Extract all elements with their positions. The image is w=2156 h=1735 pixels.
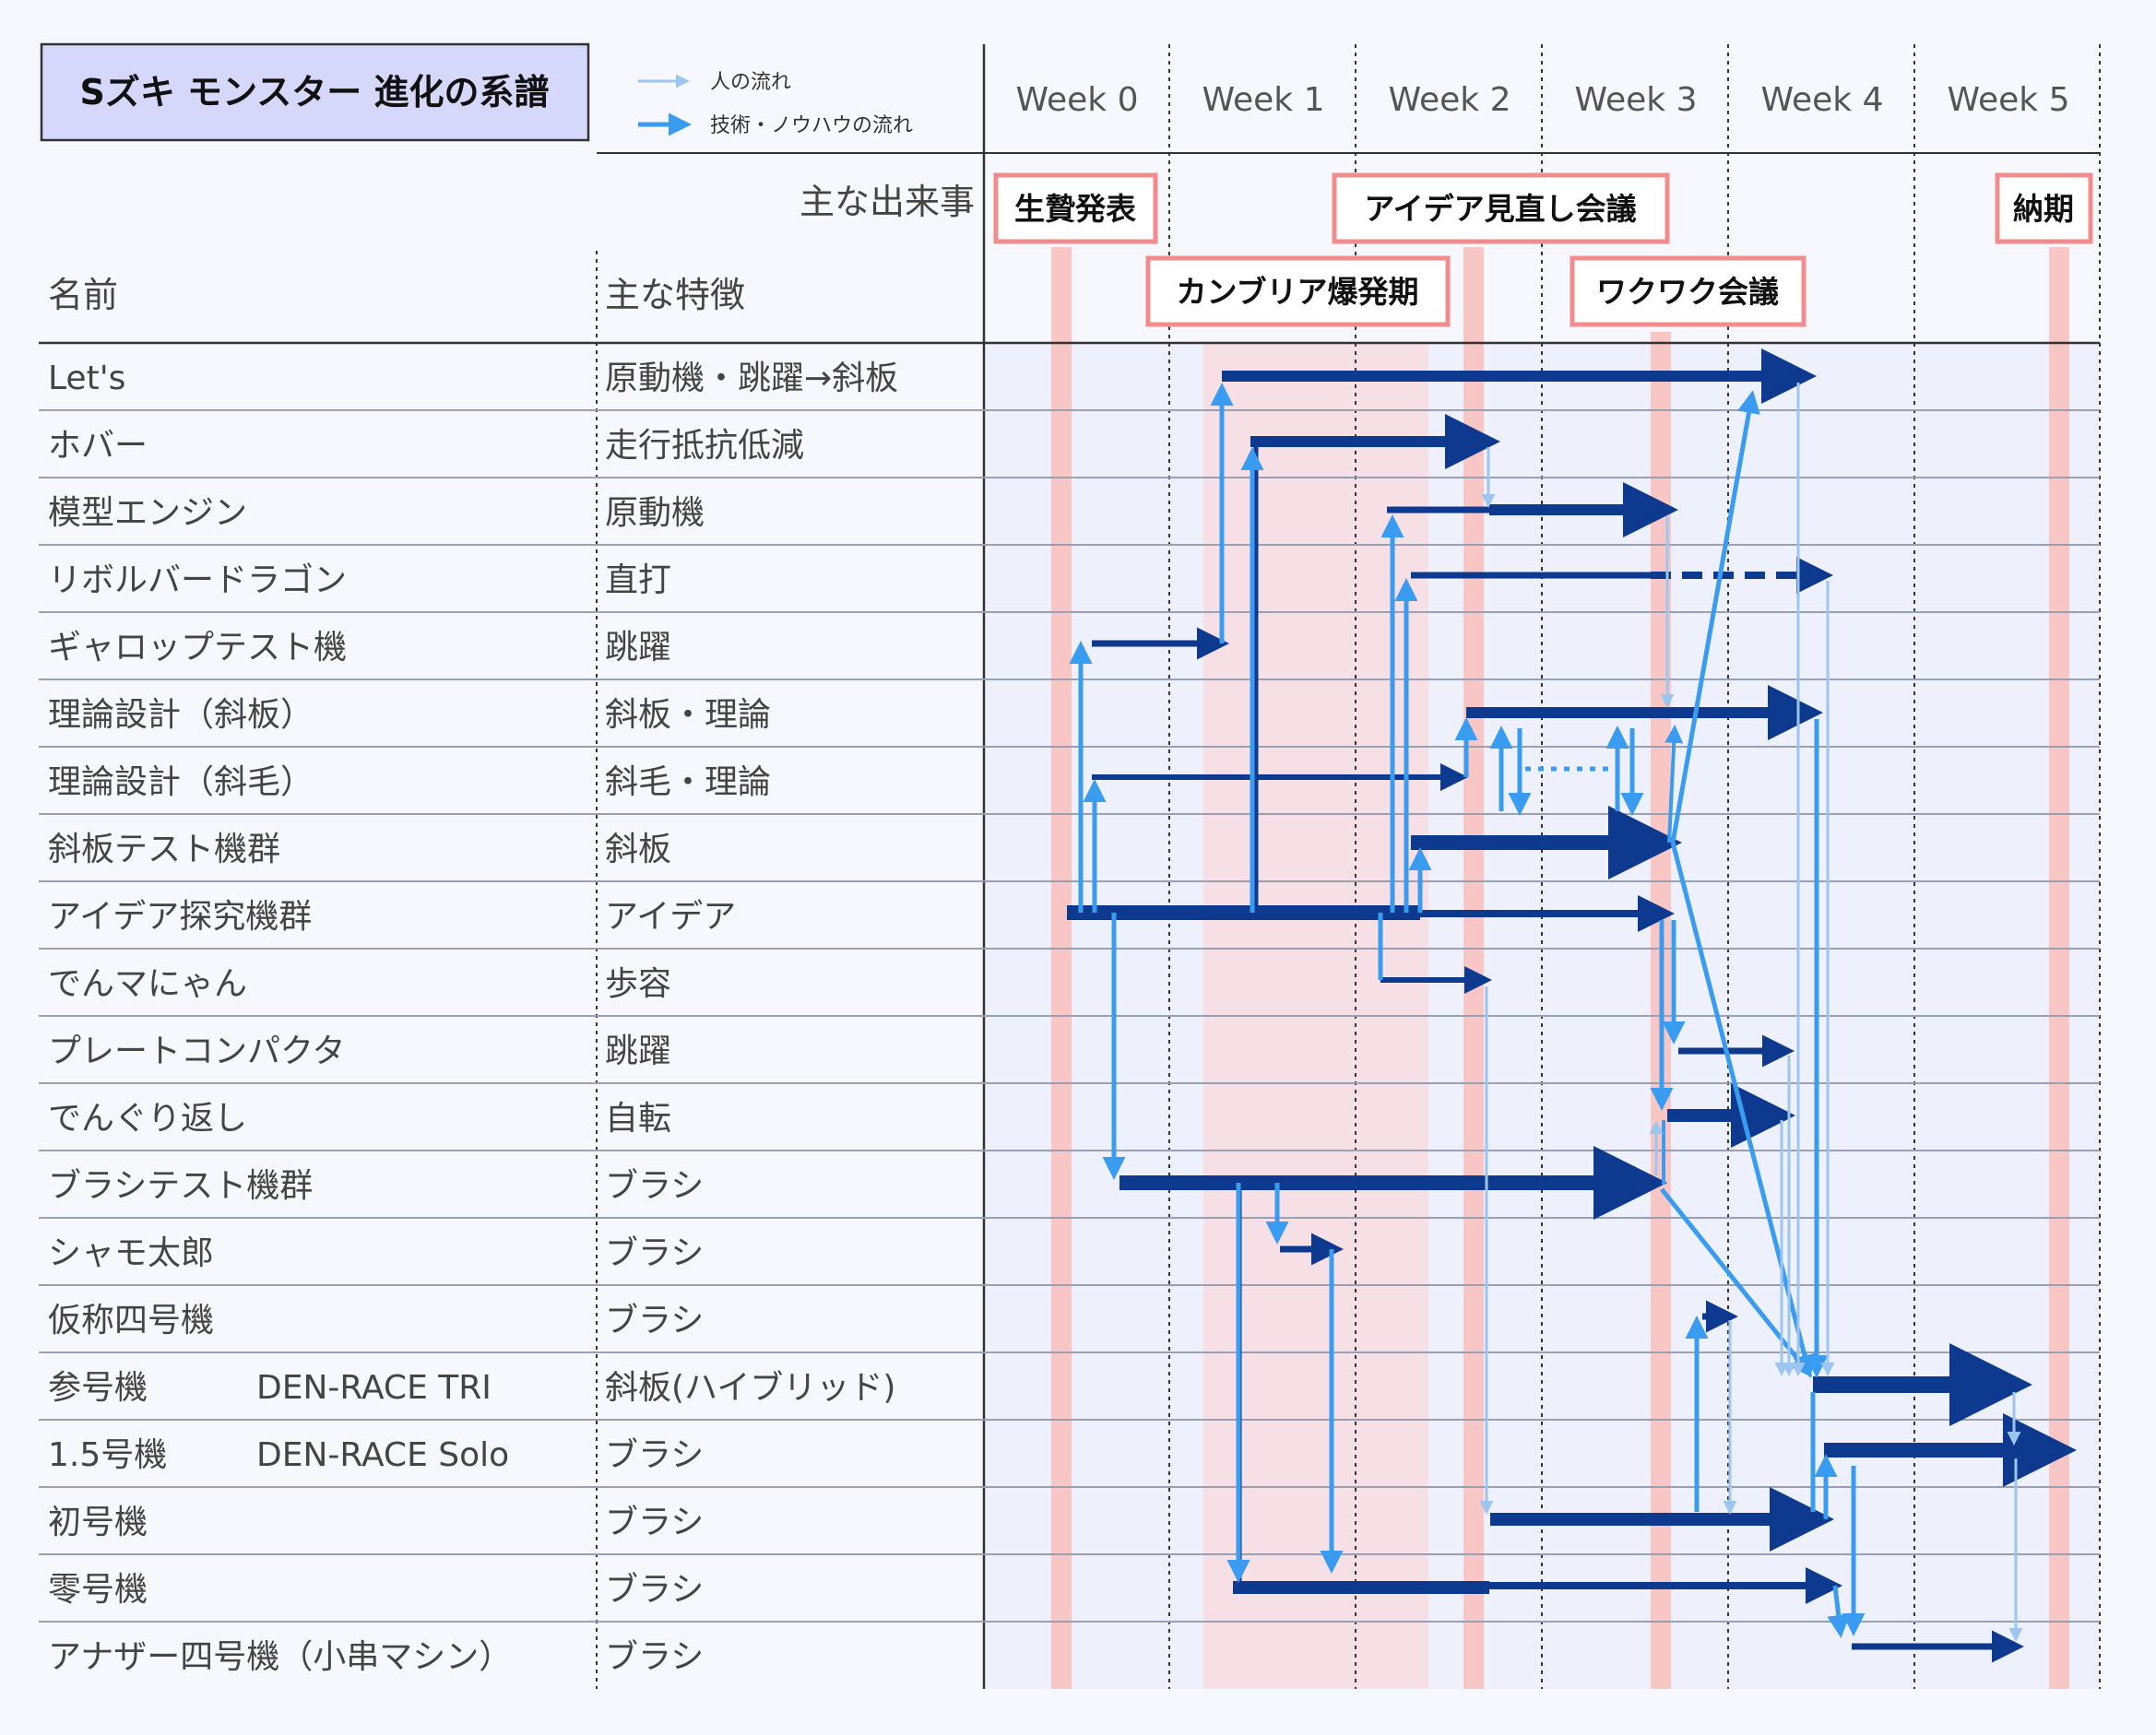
event-boxes: 生贄発表 アイデア見直し会議 納期 カンブリア爆発期 ワクワク会議 [993,172,2093,327]
row-feature: 斜毛・理論 [605,763,771,801]
event-band-sacrifice [1051,247,1072,1689]
people-arrows [1479,383,2023,1642]
event-box-idea-review [1332,172,1670,244]
tech-brush-to-unit-three [1660,1187,1813,1377]
row-name: 理論設計（斜毛） [48,763,314,801]
row-name: アイデア探究機群 [48,898,312,936]
event-sacrifice: 生贄発表 [1014,191,1136,227]
tech-plate-to-unit-three [1670,842,1817,1378]
feature-header: 主な特徴 [605,275,745,315]
week-label-3: Week 3 [1575,81,1698,119]
row-name: アナザー四号機（小串マシン） [48,1638,512,1676]
week-label-1: Week 1 [1202,81,1325,119]
week-label-4: Week 4 [1761,81,1884,119]
week-label-5: Week 5 [1948,81,2070,119]
row-feature: 斜板・理論 [605,696,771,734]
title-box [40,42,590,142]
row-feature: 走行抵抗低減 [605,427,804,465]
row-name: 仮称四号機 [48,1302,214,1340]
row-name: シャモ太郎 [48,1234,214,1272]
row-name: でんマにゃん [48,965,247,1003]
event-box-deadline [1995,172,2093,244]
row-name: 零号機 [48,1571,148,1609]
event-band-deadline [2049,247,2069,1689]
row-feature: ブラシ [605,1234,704,1272]
row-name: Let's [48,360,125,397]
week-labels: Week 0 Week 1 Week 2 Week 3 Week 4 Week … [1016,81,2070,119]
legend-tech-label: 技術・ノウハウの流れ [710,114,913,137]
row-name: 模型エンジン [48,494,247,532]
row-feature: 斜板 [605,831,671,868]
tech-unit-zero-to-another [1827,1585,1851,1638]
row-name: リボルバードラゴン [48,561,347,599]
row-name: 1.5号機 [48,1436,167,1474]
event-band-idea-review [1463,247,1484,1689]
legend: 人の流れ 技術・ノウハウの流れ [638,71,913,137]
row-name: でんぐり返し [48,1100,247,1138]
row-alias: DEN-RACE TRI [256,1369,492,1407]
row-name: 初号機 [48,1504,148,1541]
row-feature: 原動機・跳躍→斜板 [605,360,898,397]
row-feature: 自転 [605,1100,671,1138]
event-box-wakuwaku [1570,255,1807,327]
row-alias: DEN-RACE Solo [256,1436,509,1474]
tech-arrows [1069,383,1866,1638]
row-feature: ブラシ [605,1638,704,1676]
event-idea-review: アイデア見直し会議 [1364,191,1636,227]
row-name: ホバー [48,427,148,465]
row-feature: 跳躍 [605,1033,671,1070]
tech-plate-to-theory [1664,725,1684,844]
row-name: 参号機 [48,1369,148,1407]
row-feature: アイデア [605,898,736,936]
row-feature: ブラシ [605,1504,704,1541]
row-feature: ブラシ [605,1571,704,1609]
row-feature: 直打 [605,561,671,599]
row-feature: ブラシ [605,1167,704,1205]
event-wakuwaku: ワクワク会議 [1596,274,1779,310]
row-feature: 斜板(ハイブリッド) [605,1369,895,1407]
dark-arrows [1067,348,2077,1663]
name-header: 名前 [48,275,118,315]
tech-plate-to-lets [1670,390,1760,844]
event-box-cambrian [1145,255,1451,327]
week-label-0: Week 0 [1016,81,1139,119]
row-feature: 跳躍 [605,629,671,667]
row-name: 斜板テスト機群 [48,831,280,868]
title: Sズキ モンスター 進化の系譜 [79,72,549,112]
row-feature: 原動機 [605,494,705,532]
event-deadline: 納期 [2013,191,2074,227]
event-box-sacrifice [993,172,1158,244]
week-label-2: Week 2 [1389,81,1511,119]
row-name: 理論設計（斜板） [48,696,314,734]
row-feature: ブラシ [605,1302,704,1340]
row-name: ギャロップテスト機 [48,629,347,667]
row-name: ブラシテスト機群 [48,1167,313,1205]
legend-people-label: 人の流れ [710,71,791,94]
row-feature: 歩容 [605,965,671,1003]
row-name: プレートコンパクタ [48,1033,346,1070]
row-feature: ブラシ [605,1436,704,1474]
event-cambrian: カンブリア爆発期 [1176,274,1418,310]
row-separators [39,409,2100,1623]
events-header: 主な出来事 [800,182,975,222]
